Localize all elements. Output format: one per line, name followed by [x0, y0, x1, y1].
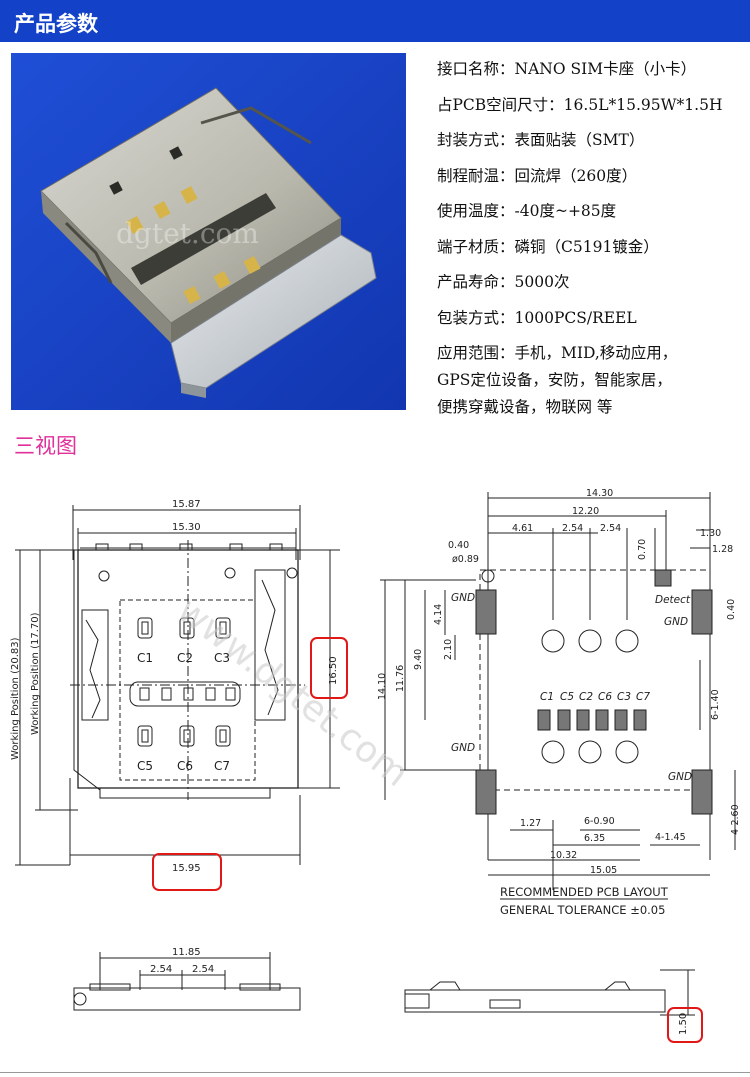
- spec-process-temp: 制程耐温：回流焊（260度）: [437, 166, 638, 185]
- pcb-dim-12-20: 12.20: [572, 506, 599, 517]
- spec-pcb-size: 占PCB空间尺寸：16.5L*15.95W*1.5H: [437, 95, 723, 114]
- pcb-contact-c1: C1: [540, 691, 554, 703]
- sim-connector-illustration: dgtet.com: [11, 53, 406, 410]
- application-line-3: 便携穿戴设备，物联网 等: [437, 398, 613, 416]
- pcb-dim-0-70: 0.70: [637, 539, 648, 560]
- application-line-1: 应用范围：手机，MID,移动应用，: [437, 344, 678, 362]
- pcb-dim-2-10: 2.10: [443, 639, 454, 660]
- section-title: 三视图: [14, 434, 77, 458]
- front-view: [15, 505, 340, 866]
- spec-lifetime: 产品寿命：5000次: [437, 273, 570, 291]
- pcb-dim-14-30: 14.30: [586, 488, 613, 499]
- side-view-side: [404, 969, 695, 1016]
- pcb-contact-c2: C2: [579, 691, 593, 703]
- pcb-contact-c6: C6: [598, 691, 612, 703]
- pcb-contact-c7: C7: [636, 691, 650, 703]
- pcb-dim-1-27: 1.27: [520, 818, 541, 829]
- pcb-dim-6-1-40: 6-1.40: [710, 689, 721, 720]
- pcb-dim-6-35: 6.35: [584, 833, 605, 844]
- dim-15-30: 15.30: [172, 522, 201, 533]
- pcb-dim-1-28: 1.28: [712, 544, 733, 555]
- spec-interface: 接口名称：NANO SIM卡座（小卡）: [437, 60, 697, 78]
- highlight-thickness: [667, 1007, 703, 1043]
- pcb-dim-2-54-b: 2.54: [600, 523, 621, 534]
- pcb-dim-4-1-45: 4-1.45: [655, 832, 686, 843]
- pcb-dim-4-61: 4.61: [512, 523, 533, 534]
- contact-label-c7: C7: [214, 759, 230, 773]
- spec-packaging: 包装方式：1000PCS/REEL: [437, 308, 637, 327]
- pcb-contact-c3: C3: [617, 691, 631, 703]
- gnd-label-top-right: GND: [664, 616, 688, 628]
- pcb-dim-6-0-90: 6-0.90: [584, 816, 615, 827]
- detect-label: Detect: [655, 594, 691, 606]
- gnd-label-bottom-left: GND: [451, 742, 475, 754]
- spec-application: 应用范围：手机，MID,移动应用， GPS定位设备，安防，智能家居， 便携穿戴设…: [437, 340, 742, 421]
- technical-drawing: www.dgtet.com 15.87 15.30 15.95 16.50 Wo…: [10, 488, 741, 1043]
- side-dim-11-85: 11.85: [172, 947, 201, 958]
- contact-label-c3: C3: [214, 651, 230, 665]
- spec-mounting: 封装方式：表面贴装（SMT）: [437, 131, 645, 149]
- pcb-dim-9-40: 9.40: [413, 649, 424, 670]
- highlight-height: [310, 637, 348, 699]
- pcb-dim-15-05: 15.05: [590, 865, 617, 876]
- contact-label-c5: C5: [137, 759, 153, 773]
- gnd-label-top-left: GND: [451, 592, 475, 604]
- header-title: 产品参数: [14, 12, 98, 36]
- spec-terminal-material: 端子材质：磷铜（C5191镀金）: [437, 237, 659, 256]
- application-line-2: GPS定位设备，安防，智能家居，: [437, 371, 672, 389]
- pcb-layout-view: [380, 492, 736, 900]
- side-dim-2-54-b: 2.54: [192, 964, 214, 975]
- pcb-dim-0-40: 0.40: [448, 540, 469, 551]
- contact-label-c6: C6: [177, 759, 193, 773]
- pcb-dim-2-54-a: 2.54: [562, 523, 583, 534]
- contact-label-c2: C2: [177, 651, 193, 665]
- spec-list: 接口名称：NANO SIM卡座（小卡） 占PCB空间尺寸：16.5L*15.95…: [437, 52, 742, 421]
- pcb-dim-4-14: 4.14: [433, 604, 444, 625]
- product-photo: dgtet.com: [11, 53, 406, 410]
- pcb-dim-0-40-right: 0.40: [726, 599, 737, 620]
- bottom-divider: [0, 1072, 750, 1073]
- pcb-caption-tolerance: GENERAL TOLERANCE ±0.05: [500, 903, 665, 917]
- side-view-front: [73, 952, 301, 1011]
- pcb-caption-layout: RECOMMENDED PCB LAYOUT: [500, 885, 669, 899]
- pcb-dim-10-32: 10.32: [550, 850, 577, 861]
- pcb-dim-1-30: 1.30: [700, 528, 721, 539]
- gnd-label-bottom-right: GND: [668, 771, 692, 783]
- pcb-dim-11-76: 11.76: [395, 665, 406, 692]
- pcb-dim-0-89: ø0.89: [452, 554, 479, 565]
- pcb-contact-c5: C5: [560, 691, 574, 703]
- dim-16-50: 16.50: [328, 656, 339, 685]
- spec-operating-temp: 使用温度：-40度~+85度: [437, 202, 617, 220]
- dim-15-95: 15.95: [172, 863, 201, 874]
- working-position-inner: Working Position (17.70): [30, 612, 41, 735]
- contact-label-c1: C1: [137, 651, 153, 665]
- pcb-dim-14-10: 14.10: [377, 673, 388, 700]
- side-dim-1-50: 1.50: [678, 1013, 689, 1035]
- side-dim-2-54-a: 2.54: [150, 964, 172, 975]
- highlight-width: [152, 853, 222, 891]
- pcb-dim-4-2-60: 4-2.60: [730, 804, 741, 835]
- dim-15-87: 15.87: [172, 499, 201, 510]
- working-position-outer: Working Position (20.83): [10, 637, 21, 760]
- photo-watermark: dgtet.com: [116, 217, 259, 250]
- header-bar: 产品参数: [0, 0, 750, 42]
